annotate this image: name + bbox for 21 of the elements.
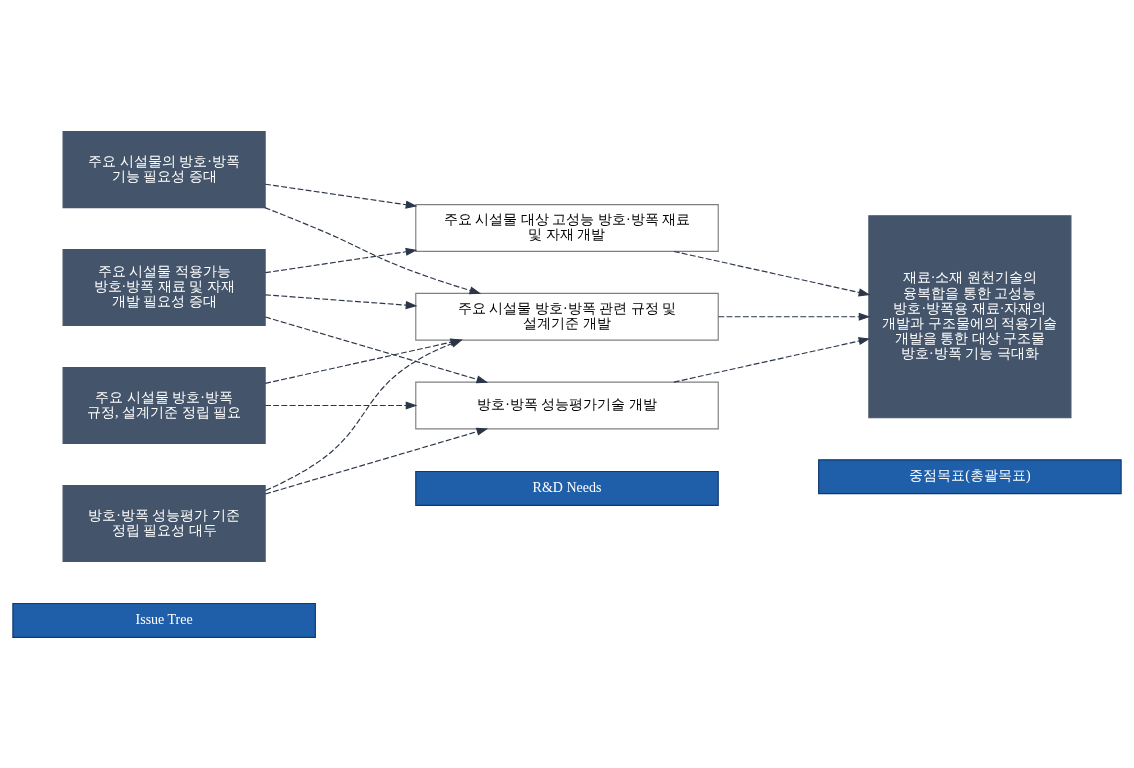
- node-box: Issue Tree: [12, 602, 316, 638]
- arrow: [264, 293, 418, 309]
- arrow: [673, 250, 871, 296]
- node-box: 주요 시설물 방호·방폭 규정, 설계기준 정립 필요: [62, 366, 266, 444]
- arrow: [264, 183, 418, 209]
- arrow: [264, 206, 482, 294]
- arrow: [264, 315, 489, 383]
- node-box: 주요 시설물 적용가능 방호·방폭 재료 및 자재 개발 필요성 증대: [62, 248, 266, 326]
- arrow: [264, 427, 489, 495]
- arrow: [717, 312, 871, 321]
- node-box: 주요 시설물 방호·방폭 관련 규정 및 설계기준 개발: [415, 292, 719, 341]
- arrow: [264, 400, 418, 410]
- node-box: 주요 시설물의 방호·방폭 기능 필요성 증대: [62, 130, 266, 208]
- node-box: 중점목표(총괄목표): [818, 458, 1122, 494]
- arrow: [264, 247, 418, 273]
- node-box: 방호·방폭 성능평가 기준 정립 필요성 대두: [62, 484, 266, 562]
- node-box: 재료·소재 원천기술의 융복합을 통한 고성능 방호·방폭용 재료·자재의 개발과 구조물에의 적용기술 개발을 통한 대상 구조물 방호·방폭 기능 극대화: [868, 214, 1072, 418]
- arrow: [673, 336, 871, 383]
- node-box: 방호·방폭 성능평가기술 개발: [415, 381, 719, 429]
- node-box: R&D Needs: [415, 470, 719, 506]
- node-box: 주요 시설물 대상 고성능 방호·방폭 재료 및 자재 개발: [415, 203, 719, 252]
